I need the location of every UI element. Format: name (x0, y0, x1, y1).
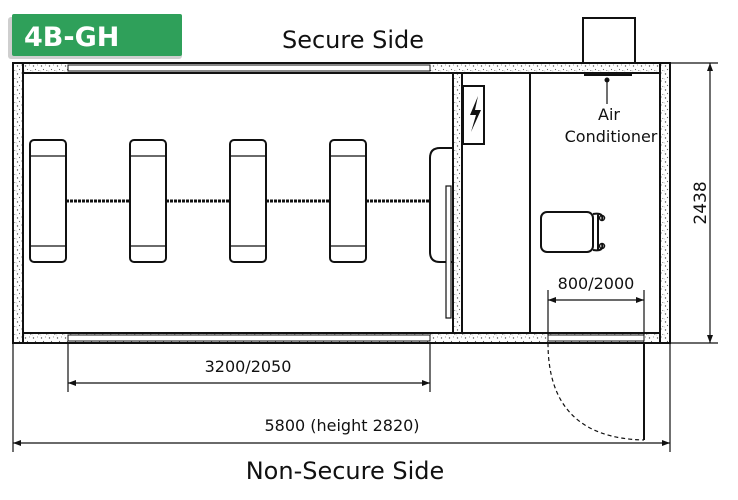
overall-width-dimension-line (12, 343, 671, 452)
turnstile (29, 139, 67, 263)
air-conditioner-label-line2: Conditioner (565, 127, 658, 146)
door-swing (547, 342, 645, 441)
inner-width-dimension-line (67, 343, 431, 392)
inner-width-dimension: 3200/2050 (205, 357, 292, 376)
model-badge: 4B-GH (8, 14, 182, 59)
air-conditioner-unit (582, 17, 636, 64)
door-dimension-line (547, 290, 645, 335)
secure-side-label: Secure Side (282, 26, 424, 54)
lightning-bolt-icon (470, 96, 481, 132)
desk (540, 211, 606, 253)
main-room (22, 72, 454, 334)
turnstile (229, 139, 267, 263)
partition-walls (452, 72, 531, 334)
door-width-dimension: 800/2000 (558, 274, 635, 293)
overall-width-dimension: 5800 (height 2820) (264, 416, 419, 435)
badge-text: 4B-GH (24, 22, 119, 53)
turnstile (129, 139, 167, 263)
turnstiles (29, 139, 430, 263)
electrical-panel (462, 85, 485, 145)
outer-walls (12, 62, 671, 344)
turnstile (329, 139, 367, 263)
depth-dimension: 2438 (691, 181, 711, 224)
depth-dimension-line (670, 62, 718, 344)
air-conditioner-mount (584, 74, 632, 104)
air-conditioner-label-line1: Air (598, 105, 620, 124)
badge-background (12, 14, 182, 56)
non-secure-side-label: Non-Secure Side (246, 457, 445, 485)
sliding-door (429, 147, 452, 319)
